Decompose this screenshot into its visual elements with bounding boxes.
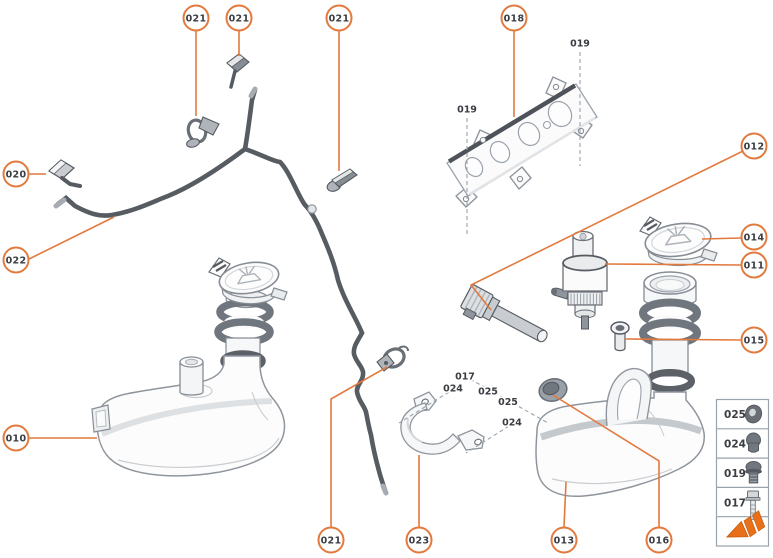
legend-label-019: 019 — [724, 468, 746, 480]
svg-text:013: 013 — [554, 535, 575, 546]
svg-text:021: 021 — [321, 535, 342, 546]
svg-text:021: 021 — [186, 13, 207, 24]
callout-020-clip[interactable]: 020 — [2, 160, 30, 188]
callout-021-clip-a[interactable]: 021 — [182, 4, 210, 32]
callout-021-clip-c[interactable]: 021 — [325, 4, 353, 32]
callout-016-grommet[interactable]: 016 — [645, 526, 673, 554]
svg-text:018: 018 — [504, 13, 525, 24]
label-019-a: 019 — [570, 39, 590, 50]
reference-lines — [398, 52, 581, 454]
callout-014-cap[interactable]: 014 — [740, 223, 768, 251]
hose-clip-d — [376, 345, 409, 372]
expansion-rivet — [610, 321, 630, 352]
svg-text:014: 014 — [744, 232, 765, 243]
callout-leader-lines — [28, 31, 744, 528]
washer-hose — [53, 86, 389, 496]
reservoir-cap-left — [208, 257, 288, 305]
grommet — [538, 378, 568, 402]
washer-icon — [744, 404, 763, 424]
callout-018-bracket[interactable]: 018 — [500, 4, 528, 32]
callout-022-hose[interactable]: 022 — [2, 246, 30, 274]
svg-text:021: 021 — [329, 13, 350, 24]
callout-021-clip-d[interactable]: 021 — [317, 526, 345, 554]
svg-text:020: 020 — [6, 169, 27, 180]
rivet-icon — [746, 432, 761, 453]
svg-text:021: 021 — [229, 13, 250, 24]
level-sensor — [460, 284, 548, 343]
direction-of-travel-arrow-icon — [725, 510, 766, 538]
callout-023-clamp[interactable]: 023 — [405, 526, 433, 554]
label-025-b: 025 — [498, 397, 518, 408]
legend-label-017: 017 — [724, 498, 746, 510]
svg-text:015: 015 — [744, 335, 765, 346]
hose-clip-a — [186, 116, 220, 148]
callout-021-clip-b[interactable]: 021 — [225, 4, 253, 32]
label-024-a: 024 — [443, 384, 463, 395]
inline-part-labels: 019 019 017 024 025 025 024 — [442, 37, 592, 430]
hose-clip-b — [226, 53, 250, 89]
svg-text:022: 022 — [6, 255, 27, 266]
pipe-clamp — [400, 391, 485, 455]
label-025-a: 025 — [478, 387, 498, 398]
callout-012-sensor[interactable]: 012 — [740, 132, 768, 160]
fastener-legend: 025 024 019 017 — [715, 398, 770, 547]
callout-011-pump[interactable]: 011 — [740, 251, 768, 279]
hose-clip-c — [326, 168, 358, 192]
callout-010-reservoir-left[interactable]: 010 — [2, 424, 30, 452]
filler-cap — [639, 216, 718, 267]
svg-text:011: 011 — [744, 260, 765, 271]
screw-icon — [745, 461, 762, 484]
svg-text:023: 023 — [409, 535, 430, 546]
reservoir-right-assembly — [535, 271, 705, 498]
reservoir-left-assembly — [91, 257, 288, 477]
callout-015-rivet[interactable]: 015 — [740, 326, 768, 354]
mounting-bracket — [446, 76, 598, 208]
callout-013-reservoir-right[interactable]: 013 — [550, 526, 578, 554]
svg-text:016: 016 — [649, 535, 670, 546]
hose-clip-020 — [48, 159, 82, 188]
legend-label-024: 024 — [724, 439, 746, 451]
label-017: 017 — [455, 372, 475, 383]
bolt-icon — [745, 490, 761, 520]
legend-label-025: 025 — [724, 409, 746, 421]
svg-text:012: 012 — [744, 141, 765, 152]
hose-connector — [307, 204, 317, 214]
label-024-b: 024 — [502, 418, 522, 429]
label-019-b: 019 — [457, 105, 477, 116]
svg-text:010: 010 — [6, 433, 27, 444]
washer-pump — [551, 230, 608, 330]
